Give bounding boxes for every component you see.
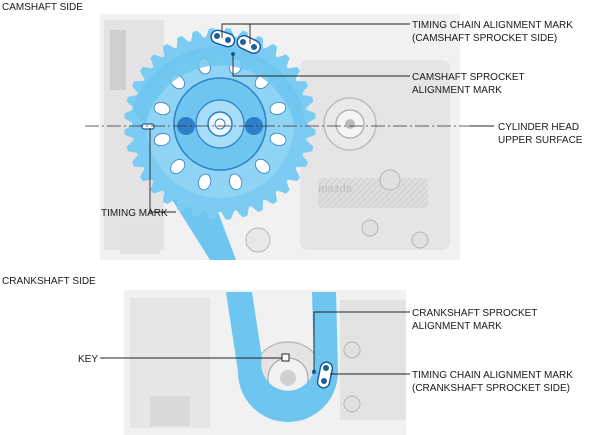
callout-line-1: CRANKSHAFT SPROCKET bbox=[412, 308, 537, 319]
callout-timing-chain-alignment-mark-crank: TIMING CHAIN ALIGNMENT MARK (CRANKSHAFT … bbox=[412, 370, 573, 394]
sprocket-relief-slot bbox=[269, 132, 287, 146]
callout-line-1: CYLINDER HEAD bbox=[498, 122, 579, 133]
sprocket-relief-slot bbox=[153, 102, 171, 116]
sprocket-relief-slot bbox=[255, 158, 270, 174]
callout-line-2: UPPER SURFACE bbox=[498, 135, 583, 146]
camshaft-side-title: CAMSHAFT SIDE bbox=[2, 2, 83, 13]
crank-chain-alignment-link-plate bbox=[316, 361, 334, 389]
sprocket-relief-slot bbox=[229, 173, 243, 191]
crank-timing-chain bbox=[226, 292, 338, 422]
callout-line-2: (CRANKSHAFT SPROCKET SIDE) bbox=[412, 383, 570, 394]
callout-line-1: TIMING CHAIN ALIGNMENT MARK bbox=[412, 370, 573, 381]
crank-leader-lines bbox=[100, 311, 410, 375]
callout-line-2: (CAMSHAFT SPROCKET SIDE) bbox=[412, 33, 557, 44]
callout-timing-chain-alignment-mark-cam: TIMING CHAIN ALIGNMENT MARK (CAMSHAFT SP… bbox=[412, 20, 573, 44]
callout-crankshaft-sprocket-alignment-mark: CRANKSHAFT SPROCKET ALIGNMENT MARK bbox=[412, 308, 537, 332]
callout-line-1: TIMING CHAIN ALIGNMENT MARK bbox=[412, 20, 573, 31]
callout-line-2: ALIGNMENT MARK bbox=[412, 85, 502, 96]
callout-timing-mark: TIMING MARK bbox=[101, 208, 168, 219]
crankshaft-key bbox=[281, 353, 290, 362]
cam-leader-lines bbox=[149, 23, 494, 213]
timing-mark-notch bbox=[141, 123, 155, 130]
cam-chain-alignment-link-plates bbox=[210, 29, 262, 55]
callout-key: KEY bbox=[78, 354, 98, 365]
sprocket-relief-slot bbox=[198, 173, 212, 191]
crankshaft-engine-illustration bbox=[124, 290, 406, 435]
sprocket-relief-slot bbox=[170, 159, 186, 174]
callout-cylinder-head-upper-surface: CYLINDER HEAD UPPER SURFACE bbox=[498, 122, 583, 146]
cam-timing-chain-upper bbox=[132, 46, 306, 124]
engine-brand-emboss: mazda bbox=[318, 183, 353, 195]
callout-line-2: ALIGNMENT MARK bbox=[412, 321, 502, 332]
sprocket-relief-slot bbox=[153, 133, 171, 147]
sprocket-relief-slot bbox=[269, 101, 287, 115]
callout-camshaft-sprocket-alignment-mark: CAMSHAFT SPROCKET ALIGNMENT MARK bbox=[412, 72, 525, 96]
crankshaft-side-title: CRANKSHAFT SIDE bbox=[2, 276, 96, 287]
callout-line-1: CAMSHAFT SPROCKET bbox=[412, 72, 525, 83]
